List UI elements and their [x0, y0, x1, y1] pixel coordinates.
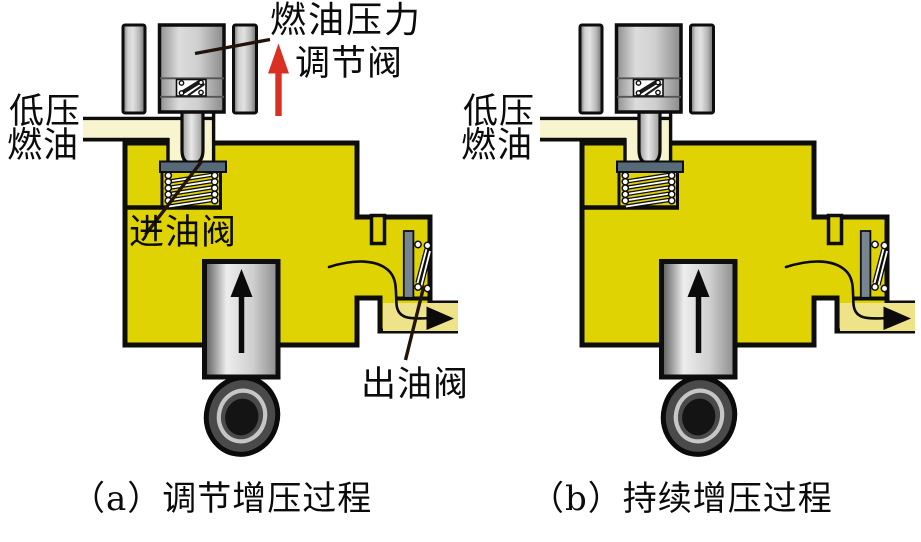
regulator-pointer-line [194, 37, 271, 56]
pressure-up-arrow-icon [268, 43, 289, 116]
caption-panel-b: （b）持续增压过程 [530, 479, 833, 519]
label-low-pressure-fuel-a-line2: 燃油 [7, 126, 80, 166]
label-low-pressure-fuel-a-line1: 低压 [9, 92, 82, 132]
label-regulator-valve-line1: 燃油压力 [270, 0, 423, 41]
label-low-pressure-fuel-b-line1: 低压 [463, 92, 536, 132]
label-low-pressure-fuel-b-line2: 燃油 [461, 126, 534, 166]
inlet-valve-pointer-line [144, 160, 203, 236]
pump-diagram-b [540, 25, 921, 462]
label-outlet-valve: 出油阀 [361, 365, 470, 405]
panel-a-annotations [144, 37, 426, 361]
label-inlet-valve: 进油阀 [129, 213, 238, 253]
caption-panel-a: （a）调节增压过程 [71, 479, 373, 519]
outlet-valve-pointer-line [403, 285, 426, 361]
label-regulator-valve-line2: 调节阀 [295, 44, 404, 84]
